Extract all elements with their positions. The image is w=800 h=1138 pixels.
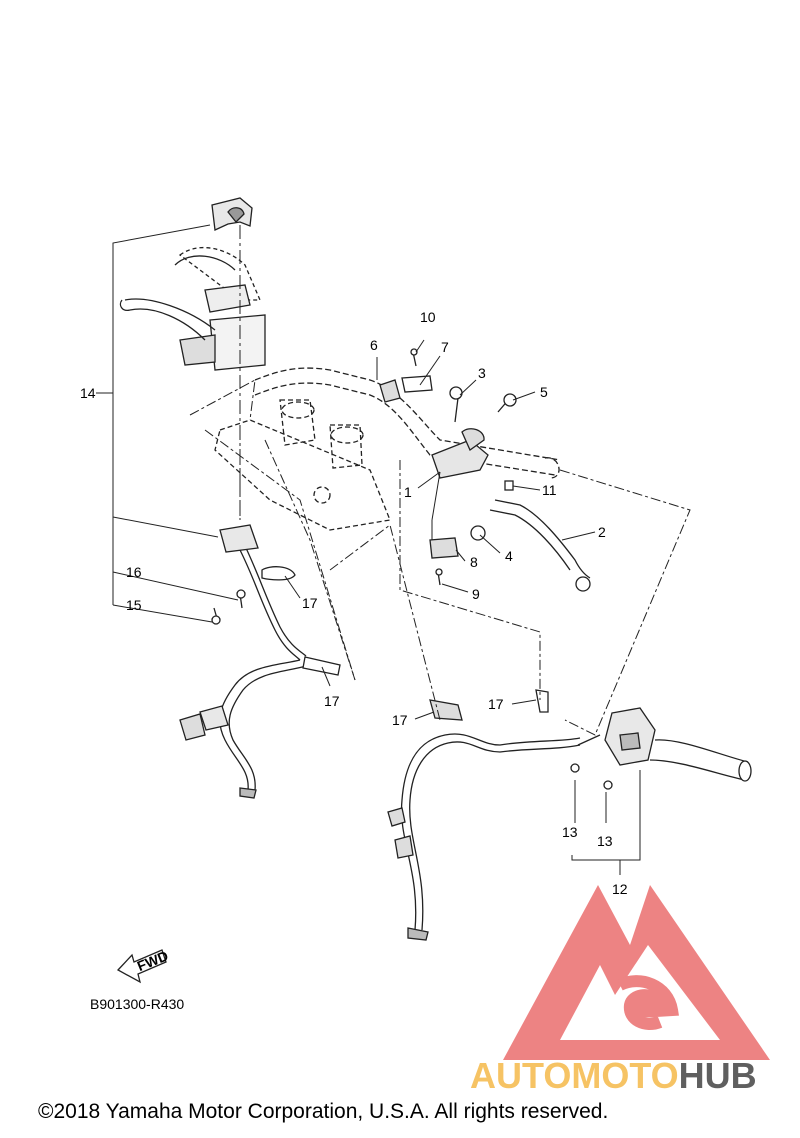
fwd-label: FWD [135,947,171,974]
callout-16: 16 [126,564,142,580]
callout-7: 7 [441,339,449,355]
callout-2: 2 [598,524,606,540]
fwd-arrow-icon: FWD [116,947,171,984]
callout-9: 9 [472,586,480,602]
callout-4: 4 [505,548,513,564]
callout-14: 14 [80,385,96,401]
callout-8: 8 [470,554,478,570]
callout-17-center: 17 [392,712,408,728]
callout-12: 12 [612,881,628,897]
callout-17-right: 17 [488,696,504,712]
callout-6: 6 [370,337,378,353]
handlebar [254,367,561,479]
watermark-auto: AUTOMOTO [470,1055,679,1096]
leader-lines [96,224,691,875]
logo-triangle-icon [503,885,770,1060]
callout-3: 3 [478,365,486,381]
callout-11: 11 [542,482,557,498]
upper-switch-housing [211,197,253,231]
automotohub-logo [503,885,770,1060]
callout-13-left: 13 [562,824,578,840]
watermark-hub: HUB [679,1055,757,1096]
callout-15: 15 [126,597,142,613]
callout-17-left-connector: 17 [324,693,340,709]
right-switch-assembly [570,707,752,790]
left-grip-assembly [119,246,266,371]
callout-17-clamp: 17 [302,595,318,611]
callout-10: 10 [420,309,436,325]
callout-13-right: 13 [597,833,613,849]
right-wire-harness [387,689,581,941]
callout-1: 1 [404,484,412,500]
copyright-notice: ©2018 Yamaha Motor Corporation, U.S.A. A… [38,1100,609,1123]
callout-5: 5 [540,384,548,400]
clutch-lever-assembly [379,348,591,592]
svg-text:AUTOMOTOHUB: AUTOMOTOHUB [470,1055,757,1096]
triple-clamp [214,399,391,531]
diagram-code: B901300-R430 [90,996,185,1012]
left-wire-harness [179,524,341,799]
